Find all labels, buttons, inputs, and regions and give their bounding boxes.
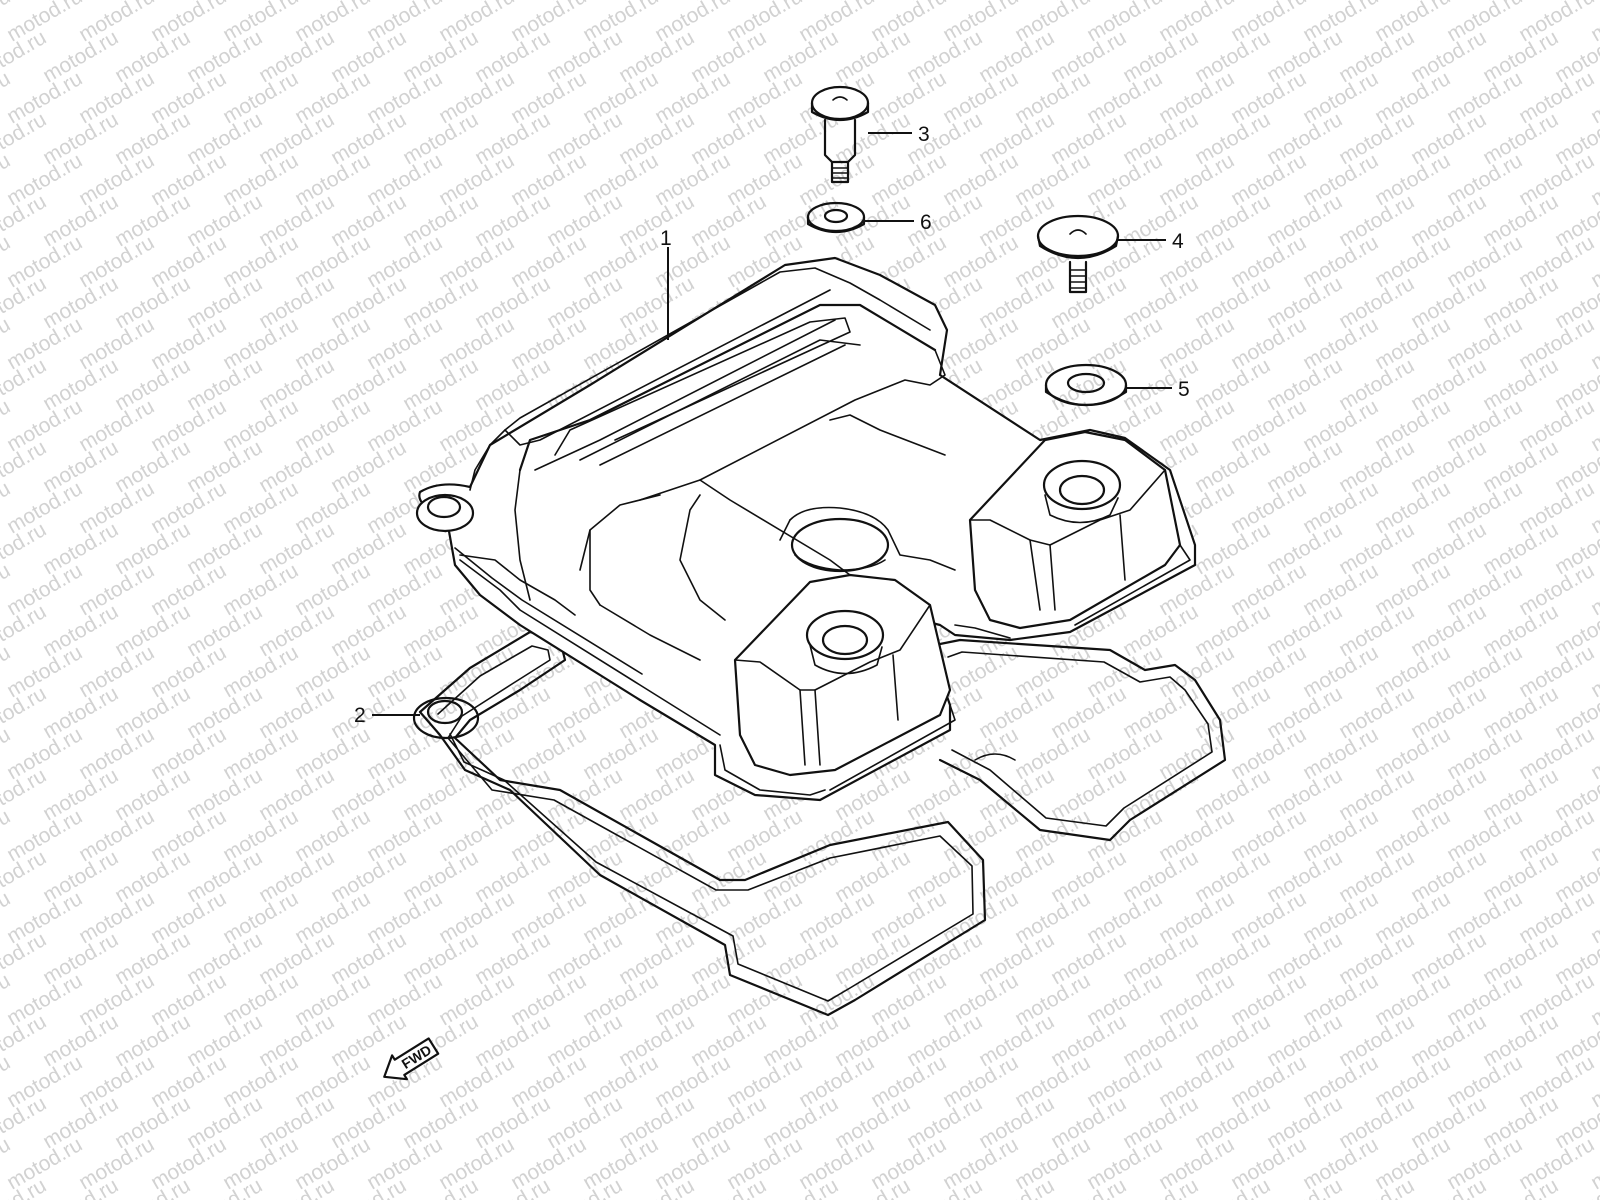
gasket-washer: [1044, 363, 1128, 407]
cylinder-head-cover: [415, 256, 1197, 802]
callout-5: 5: [1178, 378, 1190, 401]
callout-labels: 1 2 3 4 5 6: [354, 123, 1190, 727]
cover-gasket: [412, 630, 1227, 1017]
cover-bolt-small: [1036, 214, 1120, 294]
callout-1: 1: [660, 227, 672, 250]
cover-bolt: [810, 85, 870, 184]
callout-3: 3: [918, 123, 930, 146]
gasket-washer-small: [806, 201, 866, 234]
callout-4: 4: [1172, 230, 1184, 253]
arrow-left-down-icon: [383, 1037, 440, 1081]
leader-lines: [372, 132, 1172, 716]
callout-2: 2: [354, 704, 366, 727]
callout-6: 6: [920, 211, 932, 234]
